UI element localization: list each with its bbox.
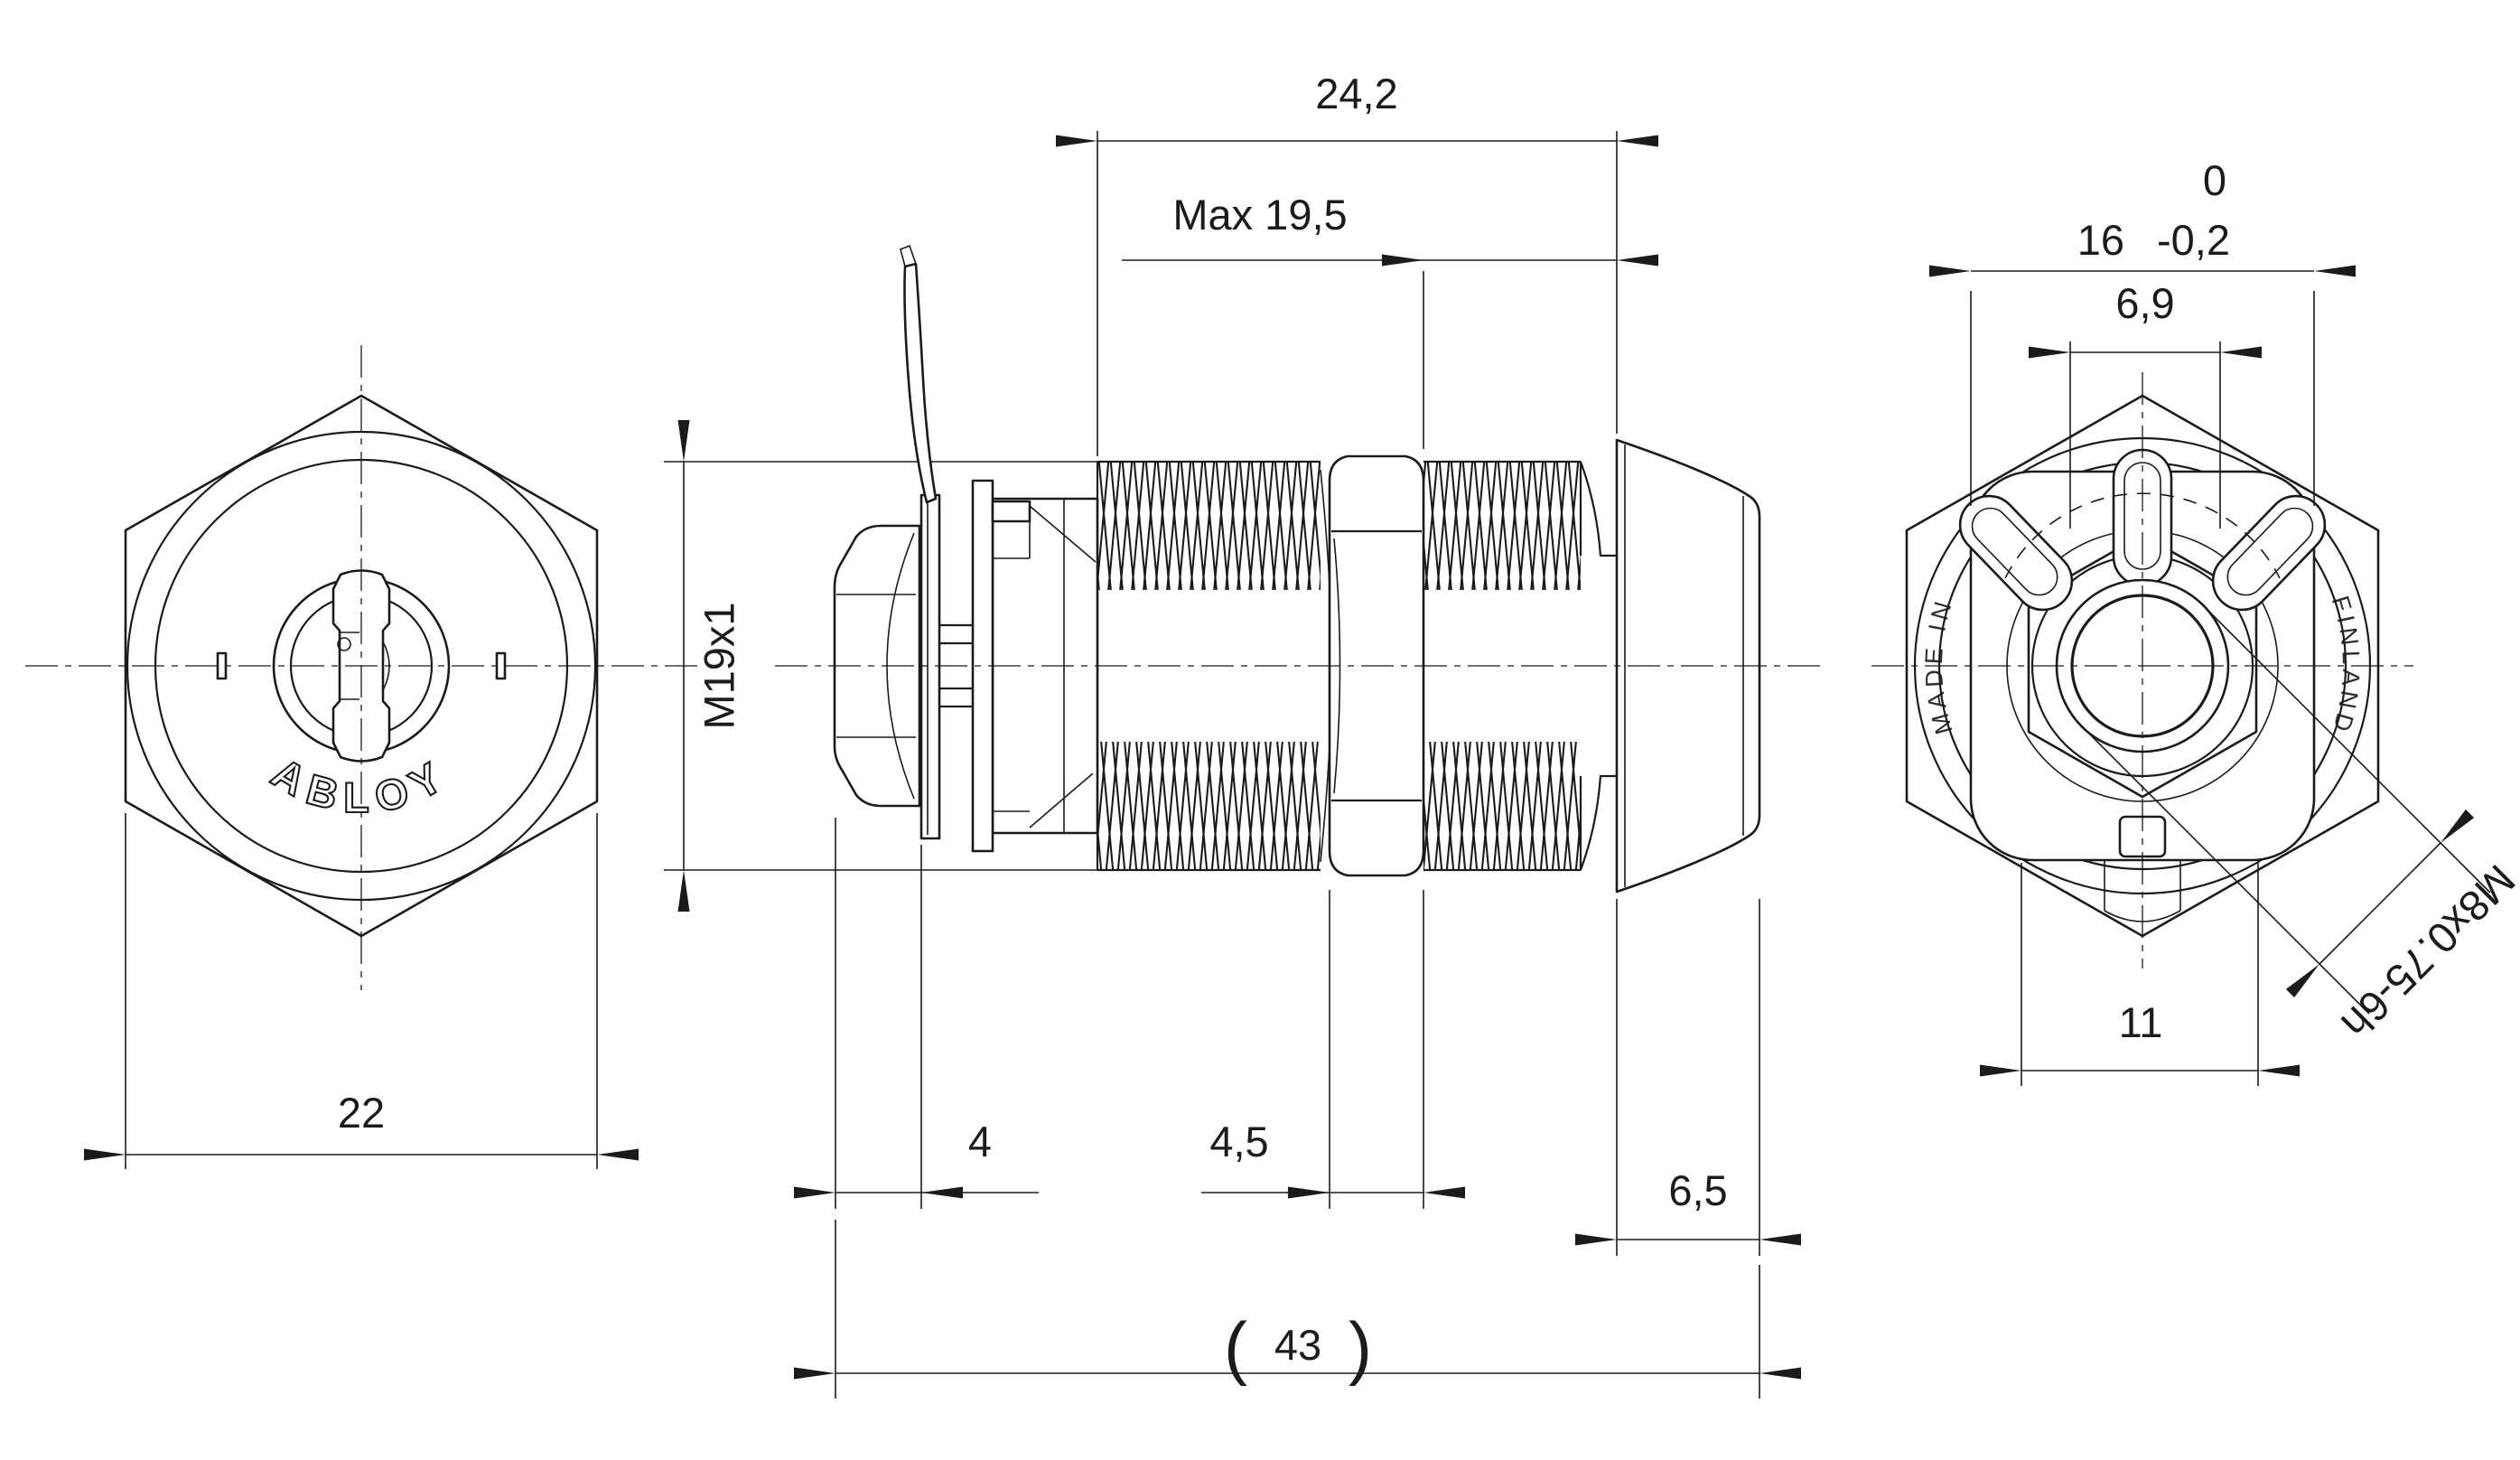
dim-hub-width: 6,9 [2029, 279, 2262, 529]
dim-nut-width-label: 4,5 [1209, 1118, 1268, 1165]
dim-thread-length: 24,2 [1056, 70, 1658, 456]
keyway-detail-step [340, 632, 359, 700]
cam-shaft [939, 623, 973, 708]
dim-front-across-flats-label: 22 [338, 1089, 385, 1137]
dim-body-width: 16 -0,2 0 [1929, 156, 2356, 506]
cam-washer [919, 493, 941, 840]
dim-grip-max: Max 19,5 [1122, 191, 1658, 449]
cam-lobes [1958, 448, 2327, 612]
dim-overall-paren-close: ) [1349, 1307, 1372, 1387]
dim-overall-label: 43 [1274, 1321, 1321, 1369]
dim-cam-gap-label: 4 [968, 1118, 992, 1165]
side-view: 24,2 Max 19,5 M19x1 4 4,5 [664, 70, 1826, 1399]
dim-slot-width: 11 [1980, 863, 2300, 1086]
dim-body-width-tol-lower: -0,2 [2157, 216, 2230, 264]
thread-shoulder [1579, 461, 1617, 871]
dim-grip-max-label: Max 19,5 [1172, 191, 1347, 239]
dim-thread-length-label: 24,2 [1315, 70, 1397, 117]
bayonet-slot [993, 501, 1097, 828]
dim-overall-length: ( 43 ) [794, 1220, 1801, 1399]
cam [833, 524, 921, 808]
dim-front-across-flats: 22 [84, 813, 639, 1169]
dim-cam-gap: 4 [794, 818, 1039, 1209]
keyway-detail-pin [337, 637, 351, 651]
threaded-body [1096, 460, 1617, 872]
rear-view: MADE IN FINLAND [1871, 156, 2520, 1086]
dim-thread-spec-label: M19x1 [695, 602, 742, 729]
bayonet-lug [991, 500, 1031, 523]
dim-rear-thread-spec-label: M8x0.75-6h [2332, 856, 2520, 1048]
dim-slot-width-label: 11 [2119, 998, 2163, 1046]
dim-nut-width: 4,5 [1201, 890, 1465, 1209]
front-view: ABLOY 22 [25, 345, 697, 1169]
clip-lever [900, 244, 938, 504]
dim-head-width: 6,5 [1575, 899, 1801, 1256]
dim-head-width-label: 6,5 [1668, 1166, 1727, 1214]
dim-body-width-label: 16 [2077, 216, 2124, 264]
front-index-tick-right [495, 651, 507, 680]
dim-body-width-tol-upper: 0 [2203, 156, 2226, 204]
dim-overall-paren-open: ( [1224, 1307, 1247, 1387]
front-index-tick-left [216, 651, 228, 680]
dim-thread-spec: M19x1 [677, 420, 742, 912]
dim-hub-width-label: 6,9 [2115, 279, 2174, 327]
